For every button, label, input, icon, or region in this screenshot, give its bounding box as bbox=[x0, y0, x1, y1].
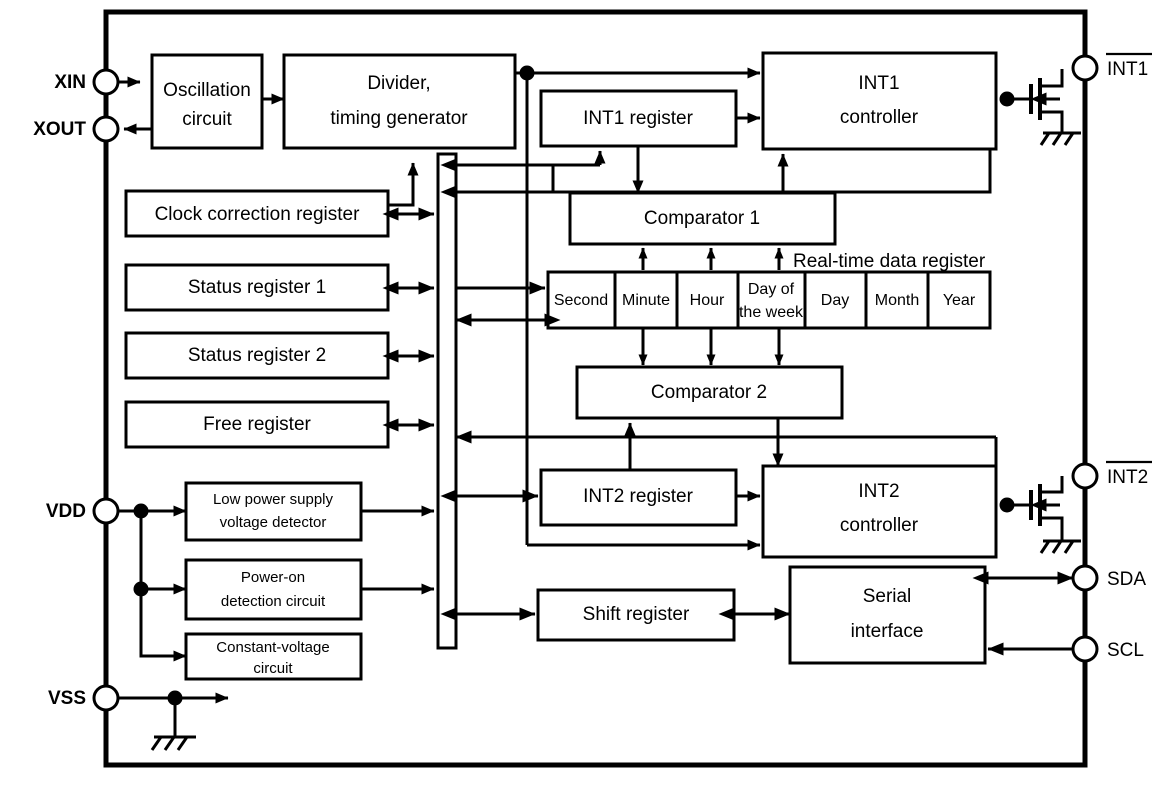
ground-symbol-int2 bbox=[1039, 539, 1081, 554]
oscillation-line1: Oscillation bbox=[163, 80, 251, 101]
int1-register-label: INT1 register bbox=[583, 108, 693, 129]
pin-scl-circle[interactable] bbox=[1071, 635, 1099, 663]
divider-line2: timing generator bbox=[330, 108, 468, 129]
wire-int1ctrl-feedback bbox=[456, 149, 992, 194]
wire-int2-source-to-gnd bbox=[1040, 516, 1064, 541]
cell-day-label: Day bbox=[821, 292, 849, 309]
int1-controller-line1: INT1 bbox=[858, 73, 899, 94]
free-register-label: Free register bbox=[203, 414, 311, 435]
pin-int1-label: INT1 bbox=[1107, 59, 1148, 80]
pin-vdd-circle[interactable] bbox=[92, 497, 120, 525]
internal-bus-bar bbox=[436, 152, 458, 650]
ground-symbol-vss bbox=[150, 735, 196, 751]
lowpower-line1: Low power supply bbox=[213, 491, 334, 508]
cell-hour-label: Hour bbox=[690, 292, 725, 309]
block-int1-controller[interactable] bbox=[761, 51, 998, 151]
int2-register-label: INT2 register bbox=[583, 486, 693, 507]
wire-vdd-to-constvoltage bbox=[139, 589, 187, 662]
wire-int1-drain-to-pin bbox=[1040, 69, 1064, 88]
lowpower-line2: voltage detector bbox=[220, 514, 327, 531]
pin-scl-label: SCL bbox=[1107, 640, 1144, 661]
pin-int2-label: INT2 bbox=[1107, 467, 1148, 488]
poweron-line2: detection circuit bbox=[221, 593, 326, 610]
pin-xin-circle[interactable] bbox=[92, 68, 120, 96]
ground-symbol-int1 bbox=[1039, 131, 1081, 146]
divider-line1: Divider, bbox=[367, 73, 430, 94]
clock-correction-label: Clock correction register bbox=[155, 204, 361, 225]
wire-int1-source-to-gnd bbox=[1040, 110, 1064, 133]
pin-vss-circle[interactable] bbox=[92, 684, 120, 712]
cell-year-box[interactable] bbox=[926, 270, 992, 330]
cell-hour-box[interactable] bbox=[675, 270, 740, 330]
pin-xout-label: XOUT bbox=[33, 119, 86, 140]
cell-month-label: Month bbox=[875, 292, 919, 309]
serial-interface-line2: interface bbox=[851, 621, 924, 642]
block-clock-correction-register[interactable] bbox=[124, 189, 390, 238]
block-serial-interface[interactable] bbox=[788, 565, 987, 665]
block-shift-register[interactable] bbox=[536, 588, 736, 642]
block-int2-controller[interactable] bbox=[761, 464, 998, 559]
wire-bus-in-top2 bbox=[440, 165, 555, 199]
pin-sda-circle[interactable] bbox=[1071, 564, 1099, 592]
pin-xout-circle[interactable] bbox=[92, 115, 120, 143]
shift-register-label: Shift register bbox=[583, 604, 690, 625]
int1-controller-line2: controller bbox=[840, 107, 919, 128]
comparator1-label: Comparator 1 bbox=[644, 208, 760, 229]
pin-vss-label: VSS bbox=[48, 688, 86, 709]
cell-minute-label: Minute bbox=[622, 292, 670, 309]
cell-dow-line2: the week bbox=[739, 304, 804, 321]
pin-vdd-label: VDD bbox=[46, 501, 86, 522]
cell-dow-line1: Day of bbox=[748, 281, 795, 298]
cell-year-label: Year bbox=[943, 292, 976, 309]
serial-interface-line1: Serial bbox=[863, 586, 912, 607]
cell-second-label: Second bbox=[554, 292, 608, 309]
realtime-register-caption: Real-time data register bbox=[793, 251, 986, 272]
constvoltage-line2: circuit bbox=[253, 660, 293, 677]
pin-int2-circle[interactable] bbox=[1071, 462, 1099, 490]
block-constant-voltage-circuit[interactable] bbox=[184, 632, 363, 681]
wire-int2-drain-to-pin bbox=[1040, 476, 1064, 494]
int2-controller-line2: controller bbox=[840, 515, 919, 536]
block-oscillation-circuit[interactable] bbox=[150, 53, 264, 150]
pin-int1-circle[interactable] bbox=[1071, 54, 1099, 82]
block-int1-register[interactable] bbox=[539, 89, 738, 148]
realtime-data-register: Second Minute Hour Day of the week Day M… bbox=[546, 270, 992, 330]
oscillation-line2: circuit bbox=[182, 109, 232, 130]
poweron-line1: Power-on bbox=[241, 569, 305, 586]
block-int2-register[interactable] bbox=[539, 468, 738, 527]
block-comparator-2[interactable] bbox=[575, 365, 844, 420]
block-status-register-2[interactable] bbox=[124, 331, 390, 380]
block-status-register-1[interactable] bbox=[124, 263, 390, 312]
status1-label: Status register 1 bbox=[188, 277, 326, 298]
int2-controller-line1: INT2 bbox=[858, 481, 899, 502]
pin-xin-label: XIN bbox=[54, 72, 86, 93]
status2-label: Status register 2 bbox=[188, 345, 326, 366]
pin-sda-label: SDA bbox=[1107, 569, 1146, 590]
block-divider-timing-generator[interactable] bbox=[282, 53, 517, 150]
comparator2-label: Comparator 2 bbox=[651, 382, 767, 403]
block-comparator-1[interactable] bbox=[568, 191, 837, 246]
cell-minute-box[interactable] bbox=[613, 270, 679, 330]
constvoltage-line1: Constant-voltage bbox=[216, 639, 329, 656]
